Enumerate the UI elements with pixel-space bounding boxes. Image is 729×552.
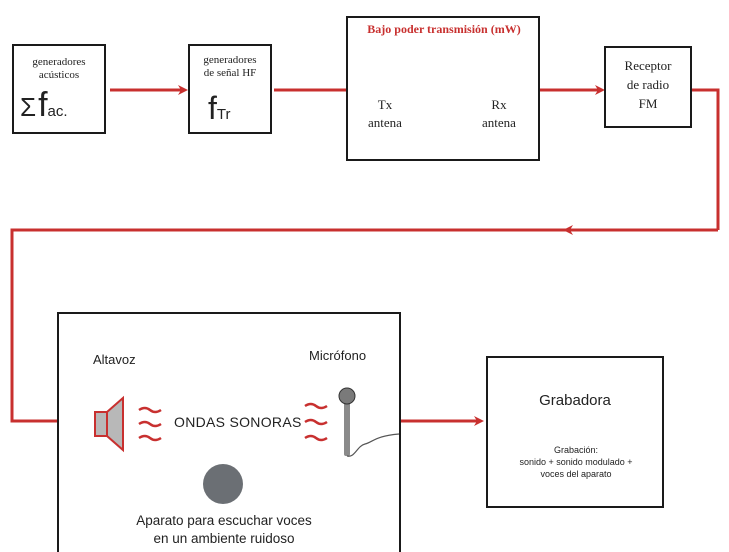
sound-waves-right-icon [304,402,328,442]
sound-waves-label: ONDAS SONORAS [174,414,302,430]
wire-receiver-out [692,88,720,230]
acoustic-generators-label: generadores acústicos [32,56,86,81]
microphone-label: Micrófono [309,348,367,363]
speaker-label: Altavoz [93,352,136,367]
hf-generators-box: generadores de señal HF fTr [188,44,272,134]
frequency-subscript: Tr [216,106,231,123]
rx-antenna-label: Rx antena [482,97,516,130]
fm-receiver-box: Receptor de radio FM [604,46,692,128]
frequency-symbol: f [38,86,48,124]
recorder-caption: Grabación: sonido + sonido modulado + vo… [519,445,633,479]
frequency-subscript: ac. [47,103,68,120]
recorder-title: Grabadora [539,392,611,409]
sigma-symbol: Σ [20,92,37,122]
transmit-frequency-formula: fTr [208,90,231,127]
frequency-symbol: f [208,90,217,126]
listening-device-icon [203,464,243,504]
tx-antenna-label: Tx antena [368,97,402,130]
recorder-box: Grabadora Grabación: sonido + sonido mod… [486,356,664,508]
speaker-icon [94,395,124,453]
microphone-icon [338,387,400,457]
wire-return-left [10,228,566,426]
acoustic-generators-box: generadores acústicos Σfac. [12,44,106,134]
hf-generators-label: generadores de señal HF [203,54,257,79]
sum-frequency-formula: Σfac. [20,86,68,125]
transmission-box: Bajo poder transmisión (mW) Tx antena Rx… [346,16,540,161]
listening-device-label: Aparato para escuchar voces en un ambien… [136,513,312,546]
sound-waves-left-icon [138,406,162,442]
transmission-title: Bajo poder transmisión (mW) [367,22,521,36]
fm-receiver-label: Receptor de radio FM [624,58,672,111]
room-box: Altavoz Micrófono ONDAS SONORAS Aparato … [57,312,401,552]
